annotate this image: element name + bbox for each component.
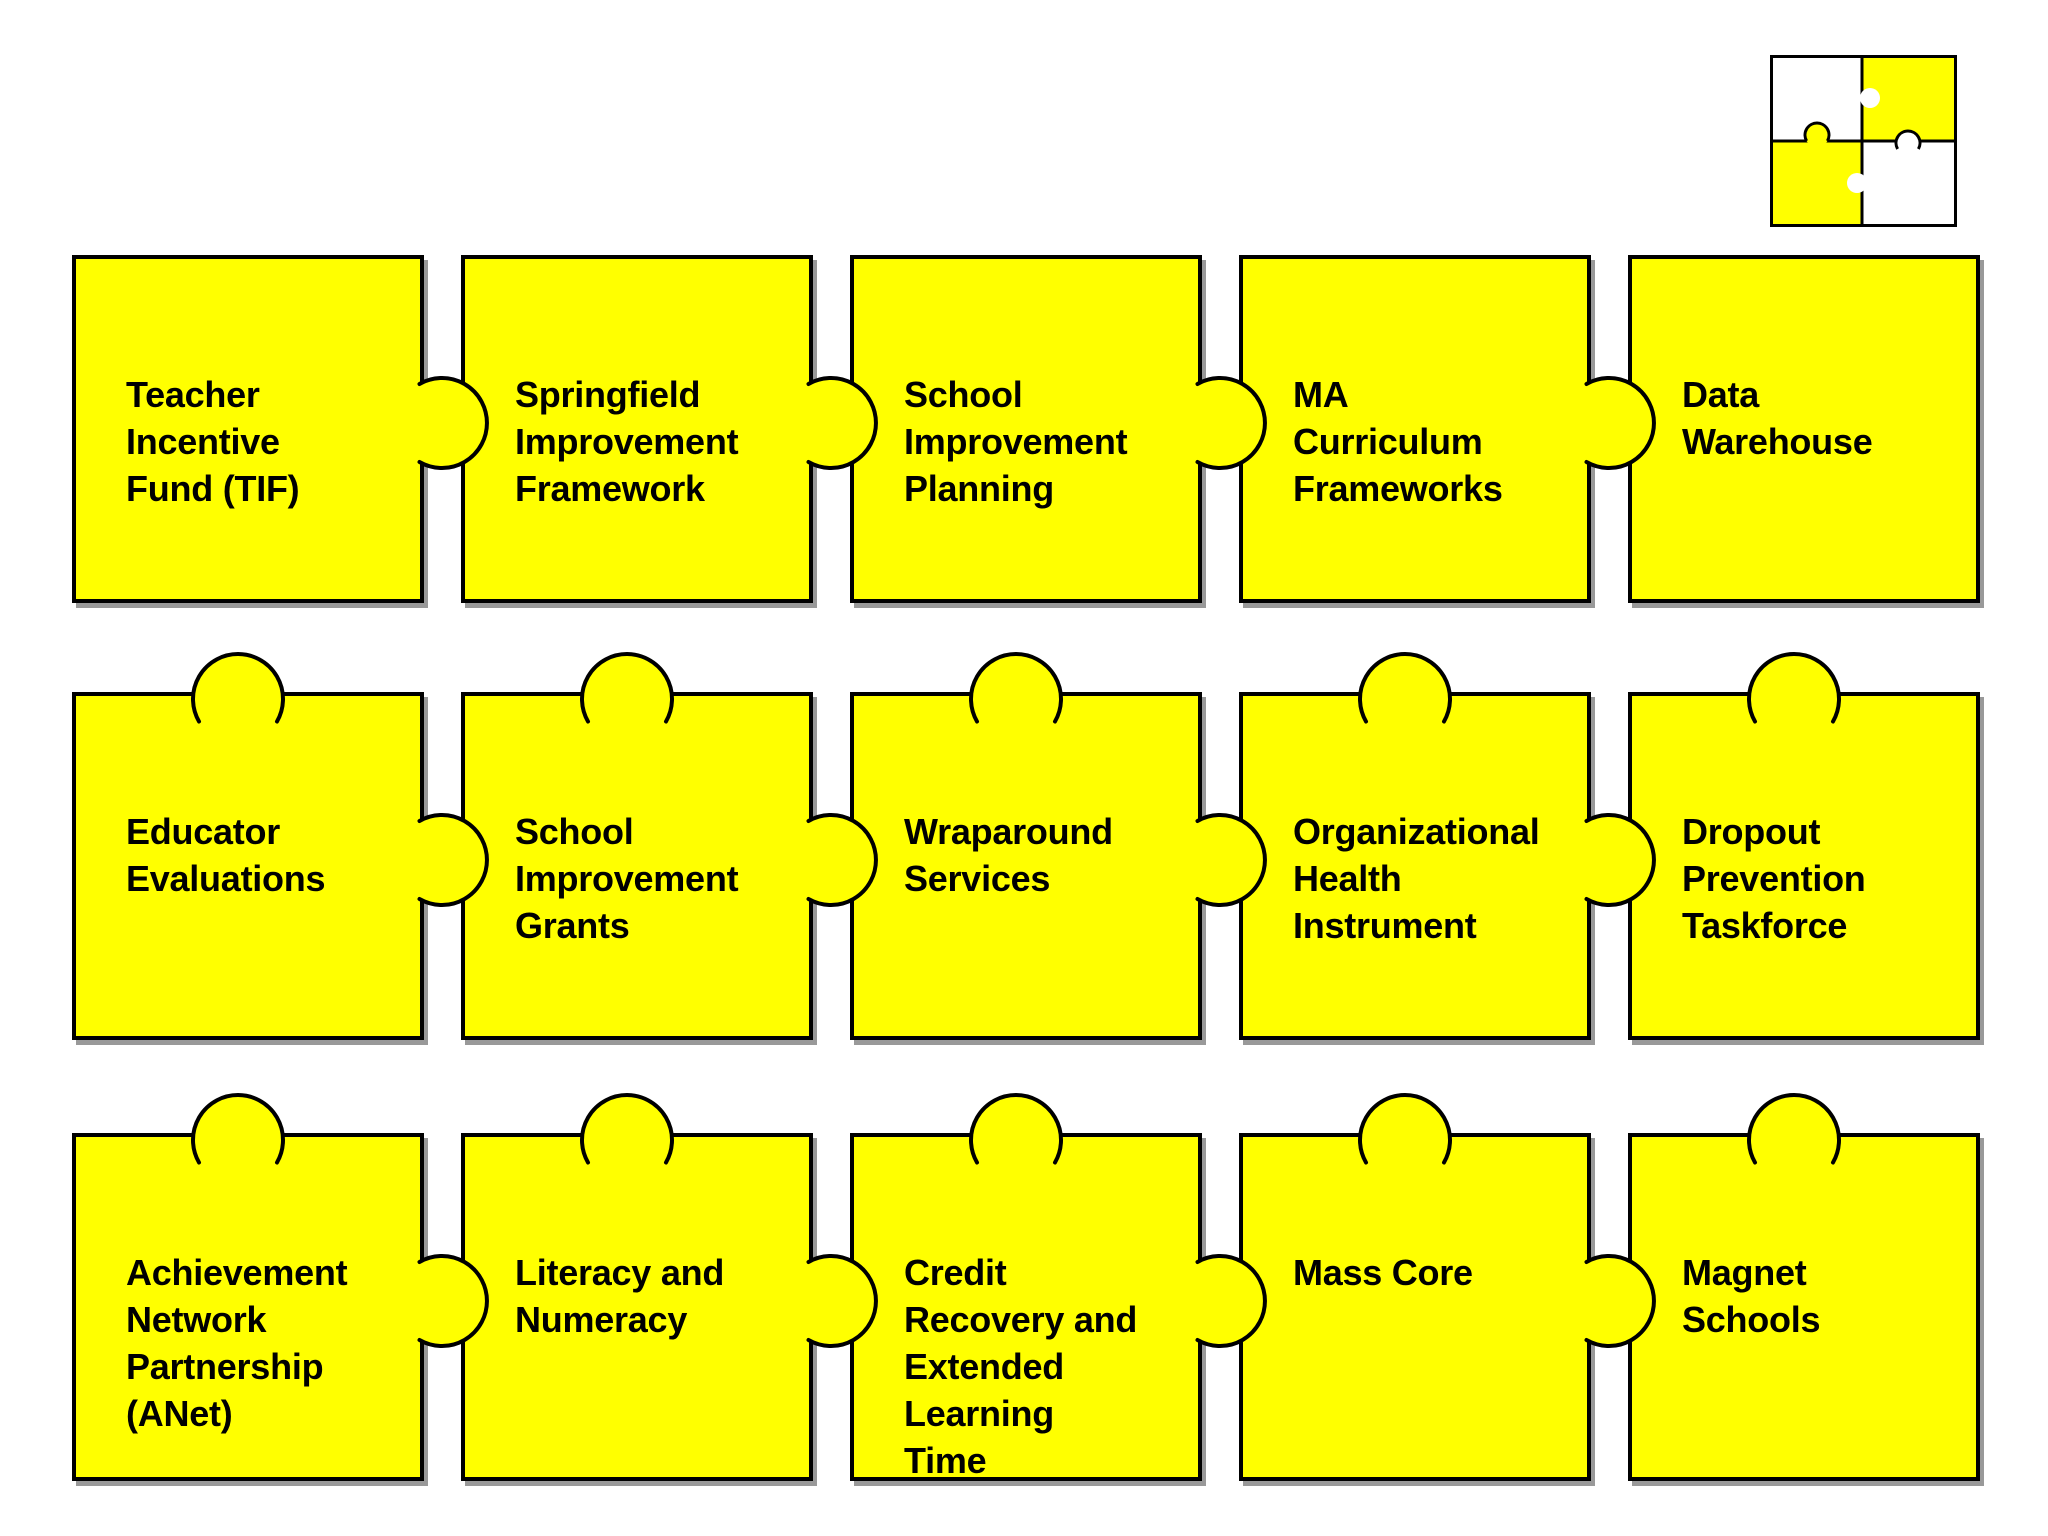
logo-tab-yellow-up — [1805, 123, 1829, 147]
piece-label: Literacy and Numeracy — [515, 1252, 725, 1340]
piece-label: Educator Evaluations — [126, 811, 326, 899]
puzzle-piece-school-improvement-planning: School Improvement Planning — [850, 255, 1202, 603]
piece-label: Organizational Health Instrument — [1293, 811, 1540, 946]
puzzle-piece-literacy-and-numeracy: Literacy and Numeracy — [461, 1133, 813, 1481]
logo-tab-white-up — [1896, 131, 1920, 155]
jigsaw-logo — [1770, 55, 1957, 227]
puzzle-piece-credit-recovery-extended-learning-time: Credit Recovery and Extended Learning Ti… — [850, 1133, 1202, 1481]
piece-label: Achievement Network Partnership (ANet) — [126, 1252, 348, 1434]
puzzle-piece-organizational-health-instrument: Organizational Health Instrument — [1239, 692, 1591, 1040]
piece-label: School Improvement Grants — [515, 811, 739, 946]
puzzle-piece-mass-core: Mass Core — [1239, 1133, 1591, 1481]
logo-quadrant-bottom-left — [1770, 141, 1862, 227]
puzzle-piece-achievement-network-partnership: Achievement Network Partnership (ANet) — [72, 1133, 424, 1481]
puzzle-piece-school-improvement-grants: School Improvement Grants — [461, 692, 813, 1040]
piece-label: Magnet Schools — [1682, 1252, 1821, 1340]
piece-label: Dropout Prevention Taskforce — [1682, 811, 1866, 946]
piece-label: Teacher Incentive Fund (TIF) — [126, 374, 300, 509]
piece-label: Wraparound Services — [904, 811, 1113, 899]
puzzle-piece-wraparound-services: Wraparound Services — [850, 692, 1202, 1040]
piece-label: Mass Core — [1293, 1252, 1473, 1293]
piece-label: Data Warehouse — [1682, 374, 1873, 462]
logo-tab-white-up-outline — [1894, 129, 1922, 150]
logo-tab-white-right — [1860, 88, 1880, 108]
piece-label: MA Curriculum Frameworks — [1293, 374, 1503, 509]
puzzle-piece-springfield-improvement-framework: Springfield Improvement Framework — [461, 255, 813, 603]
piece-label: Springfield Improvement Framework — [515, 374, 739, 509]
puzzle-piece-educator-evaluations: Educator Evaluations — [72, 692, 424, 1040]
piece-label: School Improvement Planning — [904, 374, 1128, 509]
logo-tab-yellow-up-outline — [1803, 121, 1831, 142]
logo-tab-white-left — [1847, 173, 1867, 193]
piece-label: Credit Recovery and Extended Learning Ti… — [904, 1252, 1138, 1481]
puzzle-piece-dropout-prevention-taskforce: Dropout Prevention Taskforce — [1628, 692, 1980, 1040]
puzzle-piece-data-warehouse: Data Warehouse — [1628, 255, 1980, 603]
puzzle-piece-magnet-schools: Magnet Schools — [1628, 1133, 1980, 1481]
puzzle-piece-ma-curriculum-frameworks: MA Curriculum Frameworks — [1239, 255, 1591, 603]
puzzle-piece-teacher-incentive-fund: Teacher Incentive Fund (TIF) — [72, 255, 424, 603]
